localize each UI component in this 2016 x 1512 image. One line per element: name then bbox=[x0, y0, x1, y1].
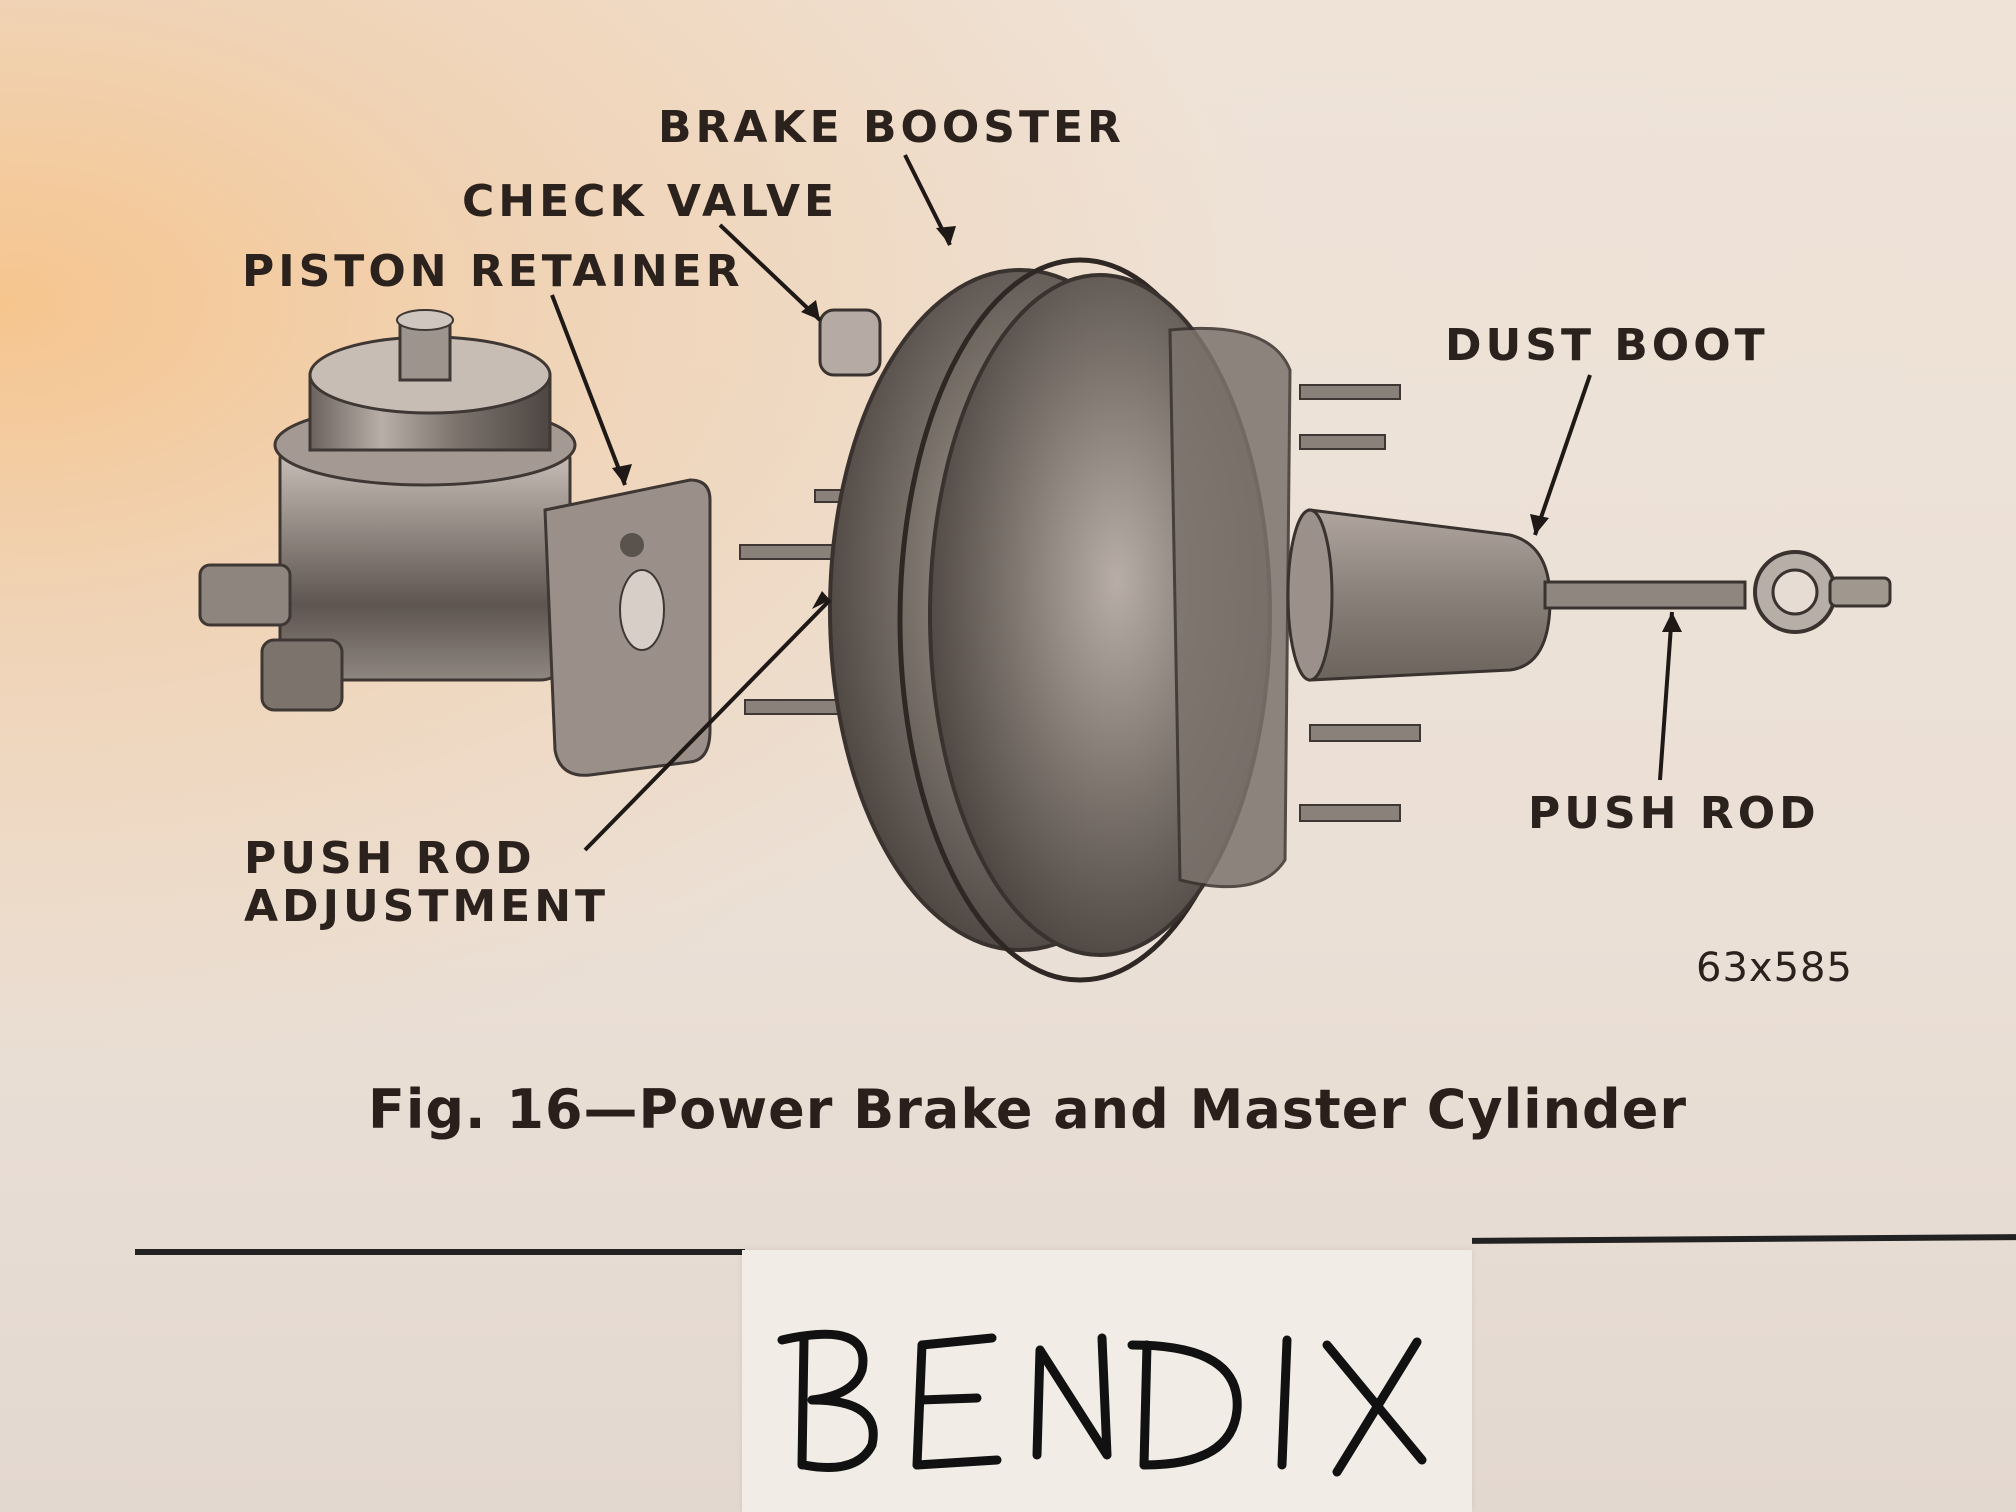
handwritten-note bbox=[777, 1329, 1427, 1477]
check-valve-leader bbox=[718, 223, 822, 322]
master-cylinder bbox=[198, 309, 712, 777]
callout-leaders bbox=[550, 154, 1674, 852]
dust-boot bbox=[1286, 508, 1552, 682]
figure-number: 63x585 bbox=[1696, 945, 1853, 991]
divider-rule-left bbox=[135, 1249, 745, 1255]
label-piston-retainer: PISTON RETAINER bbox=[242, 246, 744, 297]
push-rod-adjustment-leader bbox=[583, 598, 832, 852]
label-push-rod-adjustment: PUSH ROD ADJUSTMENT bbox=[244, 833, 610, 932]
label-push-rod: PUSH ROD bbox=[1528, 788, 1820, 839]
push-rod-leader bbox=[1658, 611, 1674, 781]
booster-rear-studs bbox=[1299, 384, 1421, 822]
callout-arrowheads bbox=[612, 226, 1682, 632]
push-rod bbox=[1543, 550, 1892, 634]
dust-boot-leader bbox=[1533, 374, 1592, 536]
piston-retainer-leader bbox=[550, 294, 627, 486]
handwritten-note-card bbox=[742, 1250, 1472, 1512]
label-check-valve: CHECK VALVE bbox=[462, 176, 839, 227]
label-brake-booster: BRAKE BOOSTER bbox=[658, 102, 1125, 153]
label-dust-boot: DUST BOOT bbox=[1445, 320, 1769, 371]
brake-booster bbox=[818, 257, 1292, 983]
figure-caption: Fig. 16—Power Brake and Master Cylinder bbox=[368, 1078, 1687, 1141]
